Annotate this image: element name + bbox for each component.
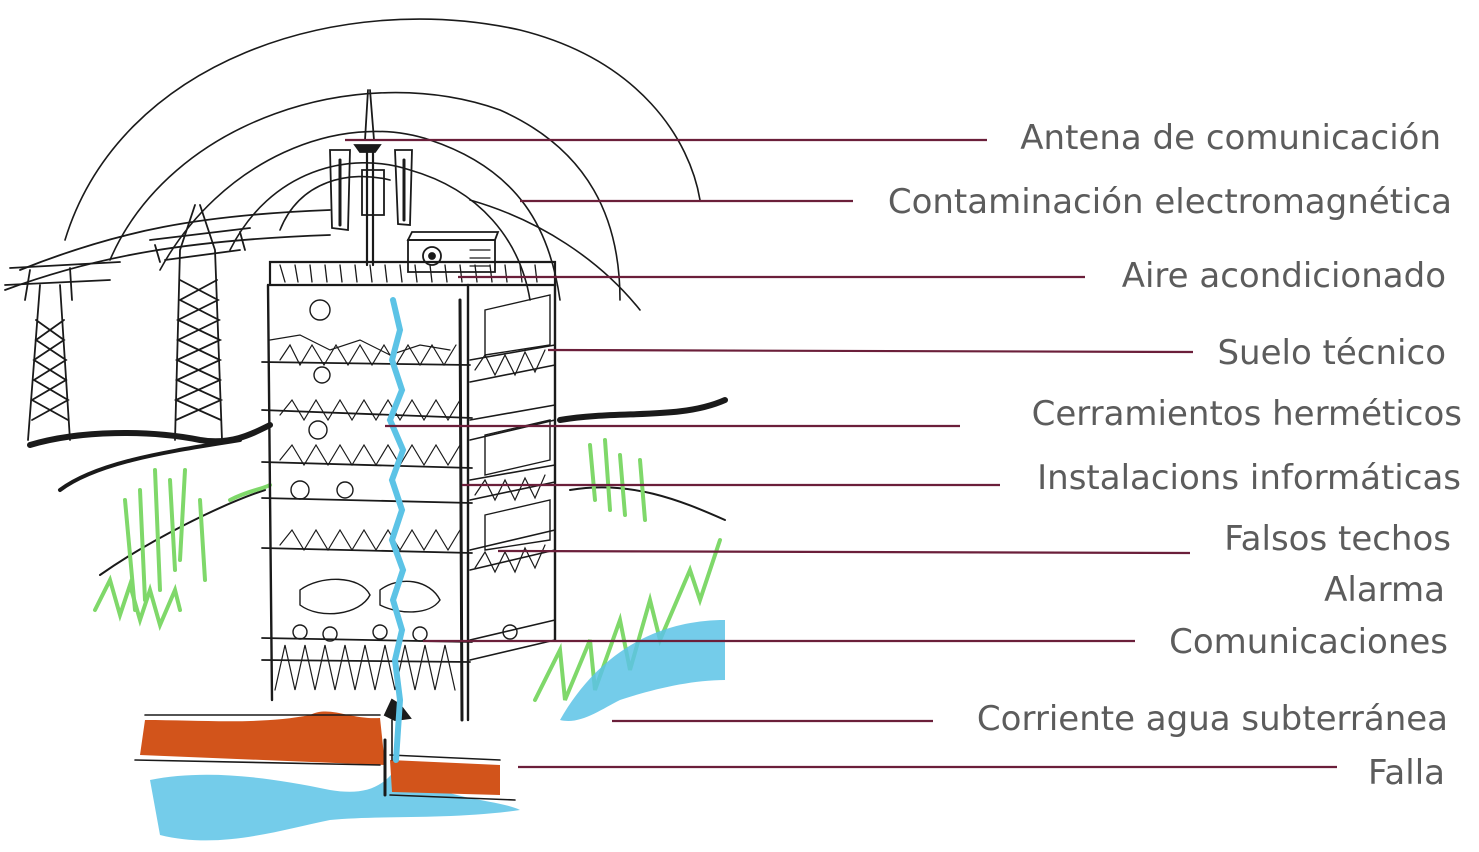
hills [27, 397, 728, 576]
water-pipe [386, 297, 407, 763]
label-comunicaciones: Comunicaciones [1169, 622, 1448, 662]
label-aire-acondicionado: Aire acondicionado [1121, 256, 1446, 296]
label-suelo-tecnico: Suelo técnico [1217, 333, 1446, 373]
label-contaminacion-electromagnetica: Contaminación electromagnética [887, 182, 1452, 222]
building [261, 260, 557, 761]
leader-lines [345, 138, 1337, 769]
electricity-pylon-left [4, 261, 121, 441]
air-conditioning-unit [406, 231, 500, 273]
leader-suelo [547, 348, 1194, 354]
leader-falsos [497, 549, 1191, 555]
label-instalacions-informaticas: Instalacions informáticas [1037, 458, 1461, 498]
grass-tufts [93, 438, 722, 702]
electricity-pylon-right [4, 204, 331, 441]
sketch-illustration [4, 18, 728, 841]
electromagnetic-arcs [64, 18, 701, 311]
label-alarma: Alarma [1324, 570, 1445, 610]
label-corriente-agua-subterranea: Corriente agua subterránea [976, 699, 1448, 739]
rooftop-antenna [329, 89, 413, 267]
label-antena-de-comunicacion: Antena de comunicación [1020, 118, 1441, 158]
label-cerramientos-hermeticos: Cerramientos herméticos [1031, 394, 1462, 434]
earth-layers [134, 711, 516, 801]
label-falsos-techos: Falsos techos [1224, 519, 1451, 559]
label-falla: Falla [1368, 753, 1445, 793]
